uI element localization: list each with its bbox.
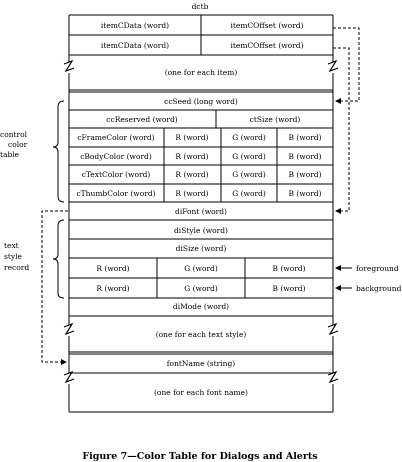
label-style: style: [4, 252, 22, 261]
ctsize-cell: ctSize (word): [250, 115, 301, 124]
cbodycolor-r-cell: R (word): [175, 152, 208, 161]
ccseed-cell: ccSeed (long word): [164, 97, 238, 106]
foreground-g-cell: G (word): [184, 264, 218, 273]
ctextcolor-b-cell: B (word): [288, 170, 321, 179]
dimode-cell: diMode (word): [173, 302, 229, 311]
foreground-r-cell: R (word): [96, 264, 129, 273]
styles-repeat-note: (one for each text style): [156, 330, 247, 339]
right-labels: foreground background: [335, 264, 402, 293]
difont-cell: diFont (word): [175, 207, 227, 216]
label-foreground: foreground: [356, 264, 399, 273]
break-mark: [327, 370, 339, 384]
offset-pointer-1: [333, 27, 360, 104]
break-mark: [327, 59, 339, 73]
label-text: text: [4, 241, 19, 250]
font-name-pointer: [41, 210, 68, 365]
offset-pointers: [333, 27, 360, 214]
break-mark: [63, 370, 75, 384]
fonts-repeat-note: (one for each font name): [154, 388, 248, 397]
offset-pointer-2: [333, 47, 350, 214]
cframecolor-g-cell: G (word): [232, 133, 266, 142]
disize-cell: diSize (word): [176, 244, 227, 253]
left-labels: control color table text style record: [0, 130, 29, 272]
ctextcolor-g-cell: G (word): [232, 170, 266, 179]
cbodycolor-g-cell: G (word): [232, 152, 266, 161]
cthumbcolor-b-cell: B (word): [288, 189, 321, 198]
ctextcolor-cell: cTextColor (word): [82, 170, 151, 179]
figure-caption: Figure 7—Color Table for Dialogs and Ale…: [82, 451, 317, 462]
break-mark: [63, 59, 75, 73]
column-dividers: [156, 15, 278, 298]
cbodycolor-cell: cBodyColor (word): [80, 152, 152, 161]
cbodycolor-b-cell: B (word): [288, 152, 321, 161]
left-brackets: [52, 100, 65, 299]
label-color: color: [8, 140, 28, 149]
label-table: table: [0, 150, 20, 159]
item2-data-cell: itemCData (word): [101, 41, 169, 50]
distyle-cell: diStyle (word): [174, 226, 228, 235]
cframecolor-r-cell: R (word): [175, 133, 208, 142]
background-b-cell: B (word): [272, 284, 305, 293]
items-repeat-note: (one for each item): [165, 68, 238, 77]
cthumbcolor-g-cell: G (word): [232, 189, 266, 198]
control-color-table-bracket: [52, 100, 65, 203]
row-dividers: [69, 34, 333, 374]
break-mark: [63, 322, 75, 336]
cthumbcolor-cell: cThumbColor (word): [76, 189, 155, 198]
break-mark: [327, 322, 339, 336]
cell-text: itemCData (word) itemCOffset (word) item…: [76, 21, 321, 397]
cframecolor-b-cell: B (word): [288, 133, 321, 142]
cthumbcolor-r-cell: R (word): [175, 189, 208, 198]
label-background: background: [356, 284, 402, 293]
ccreserved-cell: ccReserved (word): [106, 115, 177, 124]
item1-offset-cell: itemCOffset (word): [230, 21, 303, 30]
label-control: control: [0, 130, 28, 139]
fontname-cell: fontName (string): [167, 359, 236, 368]
break-marks: [63, 59, 339, 384]
ctextcolor-r-cell: R (word): [175, 170, 208, 179]
item1-data-cell: itemCData (word): [101, 21, 169, 30]
foreground-b-cell: B (word): [272, 264, 305, 273]
background-g-cell: G (word): [184, 284, 218, 293]
cframecolor-cell: cFrameColor (word): [77, 133, 154, 142]
label-record: record: [4, 263, 29, 272]
text-style-record-bracket: [52, 219, 65, 299]
item2-offset-cell: itemCOffset (word): [230, 41, 303, 50]
background-r-cell: R (word): [96, 284, 129, 293]
diagram-title: dctb: [192, 2, 209, 11]
